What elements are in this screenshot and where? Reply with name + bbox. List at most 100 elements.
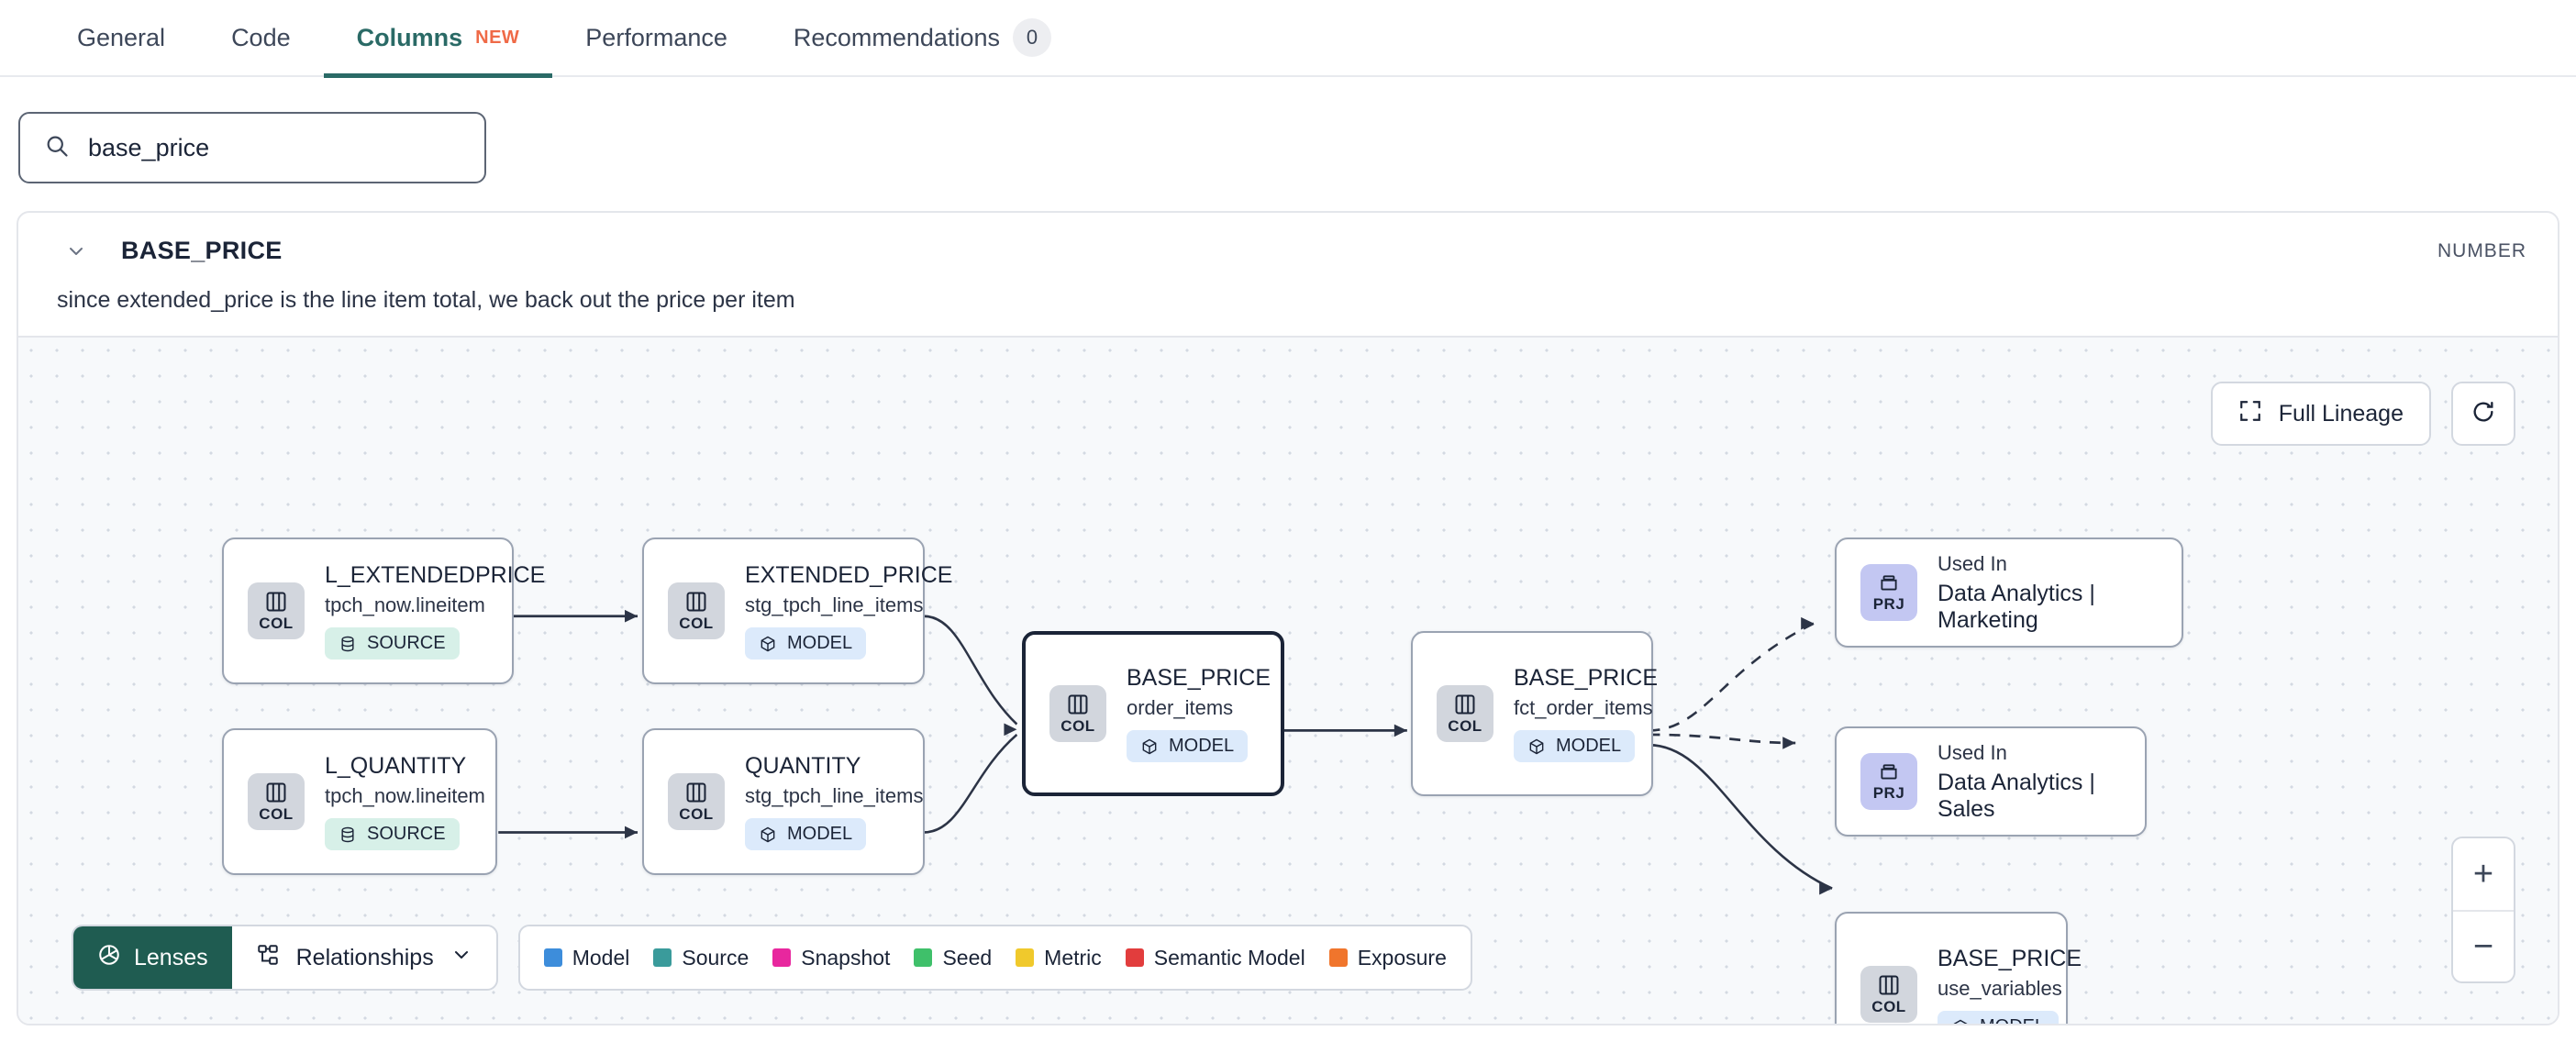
- legend-label: Snapshot: [801, 945, 891, 970]
- column-header: BASE_PRICE NUMBER: [18, 213, 2558, 271]
- node-subtitle: fct_order_items: [1514, 696, 1653, 719]
- legend-item: Exposure: [1328, 945, 1447, 970]
- search-area: [0, 77, 2576, 211]
- column-icon-label: COL: [259, 804, 294, 823]
- node-title: EXTENDED_PRICE: [745, 562, 953, 588]
- legend-swatch: [653, 948, 672, 967]
- recommendations-count-badge: 0: [1013, 18, 1051, 57]
- column-icon-label: COL: [259, 614, 294, 632]
- legend-swatch: [772, 948, 792, 967]
- column-icon: COL: [668, 773, 725, 830]
- tab-label: Code: [231, 23, 291, 51]
- node-subtitle: Data Analytics | Sales: [1938, 769, 2095, 822]
- node-subtitle: stg_tpch_line_items: [745, 784, 924, 807]
- column-icon: COL: [668, 582, 725, 639]
- lineage-node[interactable]: COL BASE_PRICE fct_order_items MODEL: [1411, 631, 1658, 796]
- tab-general[interactable]: General: [44, 0, 198, 76]
- tab-label: Recommendations: [793, 23, 1000, 51]
- lineage-node-project[interactable]: PRJ Used In Data Analytics | Sales: [1835, 726, 2147, 837]
- refresh-button[interactable]: [2451, 382, 2515, 446]
- tab-label: Performance: [585, 23, 727, 51]
- node-title: L_QUANTITY: [325, 753, 467, 779]
- lineage-canvas[interactable]: COL L_EXTENDEDPRICE tpch_now.lineitem SO…: [18, 336, 2558, 1024]
- new-badge: NEW: [475, 27, 520, 48]
- lineage-edges: [498, 609, 1833, 895]
- zoom-in-button[interactable]: +: [2472, 854, 2494, 893]
- legend-label: Model: [572, 945, 630, 970]
- node-pill-label: SOURCE: [367, 824, 446, 844]
- node-subtitle: tpch_now.lineitem: [325, 784, 485, 807]
- lenses-relationships-group: Lenses Relationships: [72, 925, 498, 991]
- node-title: Used In: [1938, 740, 2007, 764]
- cube-icon: [1142, 738, 1157, 754]
- node-type-pill: MODEL: [745, 818, 867, 850]
- legend-label: Semantic Model: [1153, 945, 1305, 970]
- node-title: Used In: [1938, 551, 2007, 575]
- column-description: since extended_price is the line item to…: [57, 287, 795, 313]
- node-type-pill: SOURCE: [325, 818, 460, 850]
- node-pill-label: MODEL: [1556, 736, 1622, 756]
- lineage-node[interactable]: COL L_EXTENDEDPRICE tpch_now.lineitem SO…: [222, 538, 545, 684]
- legend: Model Source Snapshot Seed Metric: [517, 925, 1472, 991]
- node-pill-label: MODEL: [787, 633, 853, 653]
- project-icon-label: PRJ: [1872, 783, 1905, 802]
- tab-columns[interactable]: Columns NEW: [323, 0, 553, 78]
- cube-icon: [1529, 738, 1544, 754]
- tab-label: Columns: [356, 23, 463, 51]
- legend-label: Exposure: [1357, 945, 1447, 970]
- node-type-pill: SOURCE: [325, 627, 460, 660]
- lineage-node[interactable]: COL EXTENDED_PRICE stg_tpch_line_items M…: [642, 538, 952, 684]
- search-input[interactable]: [88, 133, 461, 162]
- column-icon-label: COL: [679, 614, 714, 632]
- tab-performance[interactable]: Performance: [552, 0, 761, 76]
- chevron-down-icon[interactable]: [62, 238, 90, 265]
- column-icon-label: COL: [1060, 716, 1095, 735]
- database-icon: [341, 826, 354, 842]
- node-subtitle: tpch_now.lineitem: [325, 593, 485, 616]
- legend-item: Model: [543, 945, 630, 970]
- column-panel: BASE_PRICE NUMBER since extended_price i…: [17, 211, 2559, 1025]
- node-subtitle: stg_tpch_line_items: [745, 593, 924, 616]
- lineage-node[interactable]: COL BASE_PRICE use_variables MODEL: [1835, 912, 2082, 1024]
- node-title: BASE_PRICE: [1514, 665, 1659, 691]
- chevron-down-icon: [450, 944, 472, 972]
- zoom-controls: + −: [2451, 837, 2515, 983]
- legend-item: Seed: [914, 946, 992, 970]
- node-type-pill: MODEL: [1938, 1011, 2060, 1024]
- lineage-node-selected[interactable]: COL BASE_PRICE order_items MODEL: [1022, 631, 1284, 796]
- node-pill-label: MODEL: [1980, 1016, 2045, 1024]
- legend-label: Source: [682, 945, 749, 970]
- project-icon-label: PRJ: [1872, 594, 1905, 613]
- refresh-icon: [2471, 399, 2496, 429]
- column-icon: COL: [1049, 685, 1106, 742]
- search-box[interactable]: [18, 112, 486, 183]
- page-title: BASE_PRICE: [121, 237, 283, 264]
- lens-icon: [97, 943, 121, 973]
- lineage-node-project[interactable]: PRJ Used In Data Analytics | Marketing: [1835, 538, 2183, 648]
- full-lineage-button[interactable]: Full Lineage: [2210, 382, 2431, 446]
- node-subtitle: order_items: [1127, 696, 1234, 719]
- relationships-label: Relationships: [295, 944, 434, 970]
- relationships-dropdown[interactable]: Relationships: [232, 926, 496, 989]
- project-icon: PRJ: [1860, 753, 1917, 810]
- search-icon: [44, 133, 70, 163]
- project-icon: PRJ: [1860, 564, 1917, 621]
- canvas-top-controls: Full Lineage: [2210, 382, 2515, 446]
- column-icon-label: COL: [679, 804, 714, 823]
- full-lineage-label: Full Lineage: [2278, 400, 2404, 427]
- lineage-node[interactable]: COL L_QUANTITY tpch_now.lineitem SOURCE: [222, 728, 497, 875]
- node-type-pill: MODEL: [1127, 730, 1249, 762]
- tab-label: General: [77, 23, 166, 51]
- node-type-pill: MODEL: [1514, 730, 1636, 762]
- legend-swatch: [1125, 948, 1144, 967]
- lineage-node[interactable]: COL QUANTITY stg_tpch_line_items MODEL: [642, 728, 925, 875]
- lenses-button[interactable]: Lenses: [73, 926, 232, 989]
- zoom-out-button[interactable]: −: [2453, 910, 2514, 981]
- tab-recommendations[interactable]: Recommendations 0: [761, 0, 1084, 76]
- cube-icon: [761, 826, 775, 842]
- node-title: QUANTITY: [745, 753, 861, 779]
- column-icon: COL: [1860, 966, 1917, 1023]
- column-icon: COL: [1437, 685, 1493, 742]
- tab-code[interactable]: Code: [198, 0, 324, 76]
- legend-swatch: [1328, 948, 1348, 967]
